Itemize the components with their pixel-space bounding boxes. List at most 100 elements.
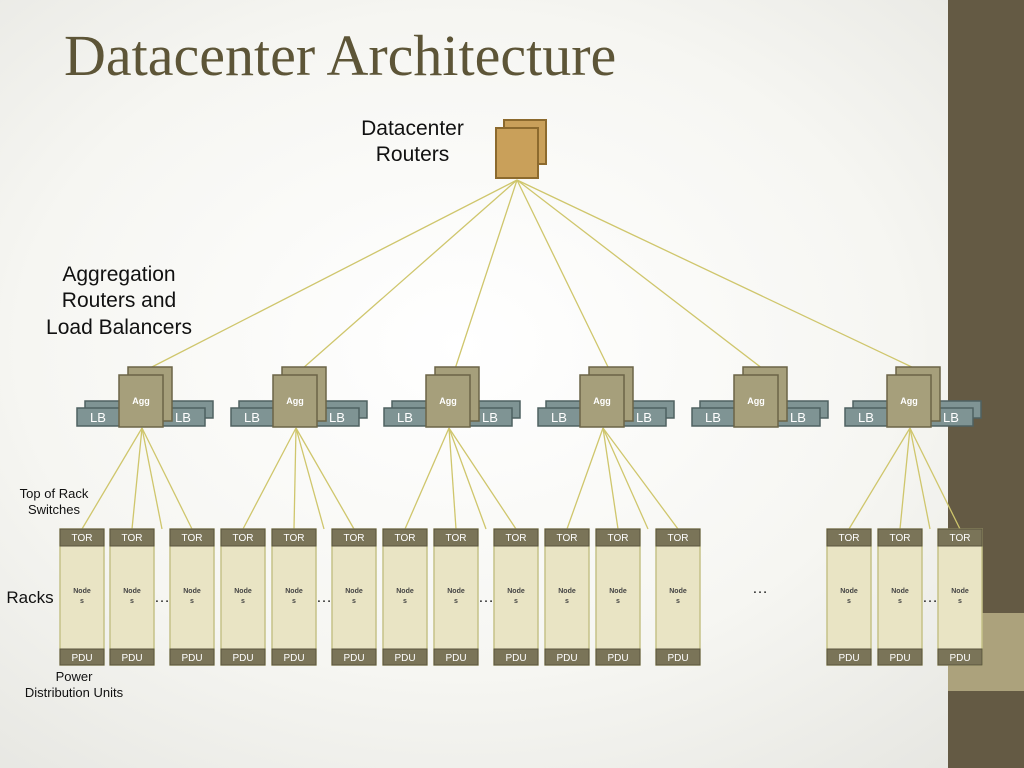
lb-right-label: LB (329, 410, 345, 425)
pdu-label: PDU (71, 653, 92, 664)
rack-body (169, 528, 215, 666)
agg-label: Agg (593, 396, 611, 406)
tor-label: TOR (395, 533, 416, 544)
agg-router (118, 374, 164, 428)
tor-label: TOR (557, 533, 578, 544)
lb-right-label: LB (943, 410, 959, 425)
tor-switch (382, 528, 428, 547)
nodes-label-line: Node (183, 588, 201, 595)
pdu (169, 648, 215, 666)
pdu (109, 648, 155, 666)
pdu (433, 648, 479, 666)
agg-tor-link (566, 427, 604, 530)
tor-label: Top of Rack Switches (19, 486, 89, 518)
pdu-label: Power Distribution Units (24, 669, 124, 701)
pdu (59, 648, 105, 666)
pdu-label: PDU (667, 653, 688, 664)
pdu (595, 648, 641, 666)
pdu-label: PDU (949, 653, 970, 664)
pdu (331, 648, 377, 666)
rack-body (595, 528, 641, 666)
tor-label: TOR (839, 533, 860, 544)
pdu (382, 648, 428, 666)
tor-switch (433, 528, 479, 547)
tor-label: TOR (506, 533, 527, 544)
rack-group: … (752, 580, 768, 597)
rack-body (271, 528, 317, 666)
tor-switch (544, 528, 590, 547)
nodes-label-line: s (352, 598, 356, 605)
nodes-label-line: Node (396, 588, 414, 595)
pdu (877, 648, 923, 666)
agg-tor-link (448, 427, 487, 530)
rack-ellipsis: … (478, 589, 494, 606)
nodes-label-line: s (514, 598, 518, 605)
rack-body (937, 528, 983, 666)
agg-tor-link (131, 427, 143, 530)
nodes-label-line: s (403, 598, 407, 605)
nodes-label-line: s (130, 598, 134, 605)
pdu (826, 648, 872, 666)
nodes-label-line: s (292, 598, 296, 605)
rack-body (544, 528, 590, 666)
tor-label: TOR (668, 533, 689, 544)
rack-body (109, 528, 155, 666)
tor-switch (331, 528, 377, 547)
rack-body (655, 528, 701, 666)
agg-label: Agg (439, 396, 457, 406)
router-front (495, 127, 539, 179)
nodes-label-line: Node (840, 588, 858, 595)
tor-label: TOR (950, 533, 971, 544)
tor-switch (595, 528, 641, 547)
rack-body (877, 528, 923, 666)
lb-left-label: LB (705, 410, 721, 425)
tor-label: TOR (446, 533, 467, 544)
datacenter-router-icon (495, 119, 547, 179)
pdu (544, 648, 590, 666)
nodes-label-line: s (676, 598, 680, 605)
tor-switch (220, 528, 266, 547)
pdu (220, 648, 266, 666)
tor-switch (655, 528, 701, 547)
nodes-label: Node s (123, 588, 141, 605)
nodes-label-line: s (898, 598, 902, 605)
pdu-label: PDU (445, 653, 466, 664)
agg-router (886, 374, 932, 428)
agg-router (579, 374, 625, 428)
agg-tor-link (293, 427, 297, 530)
agg-tor-link (404, 427, 450, 530)
agg-tor-link (295, 427, 355, 530)
agg-label: Agg (900, 396, 918, 406)
nodes-label-line: Node (123, 588, 141, 595)
router-agg-link (516, 179, 917, 370)
tor-switch (271, 528, 317, 547)
nodes-label-line: s (847, 598, 851, 605)
tor-switch (937, 528, 983, 547)
aggregation-label: Aggregation Routers and Load Balancers (46, 263, 192, 339)
rack-body (493, 528, 539, 666)
pdu-label: PDU (121, 653, 142, 664)
pdu-label: PDU (343, 653, 364, 664)
pdu-label: PDU (283, 653, 304, 664)
router-agg-link (147, 179, 518, 370)
racks-label: Racks (6, 588, 54, 607)
tor-label: TOR (233, 533, 254, 544)
